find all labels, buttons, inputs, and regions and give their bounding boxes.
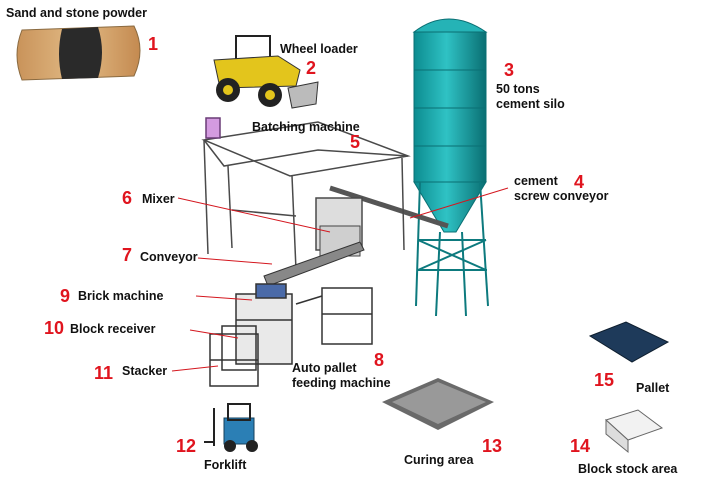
sand-stone-powder-icon	[16, 25, 141, 81]
cement-silo-icon	[412, 18, 489, 317]
number-7: 7	[122, 245, 133, 265]
number-14: 14	[570, 436, 591, 456]
label-10: Block receiver	[70, 322, 156, 336]
label-12: Forklift	[204, 458, 247, 472]
number-12: 12	[176, 436, 197, 456]
wheel-loader-icon	[213, 35, 319, 109]
brick-machine-icon	[235, 283, 293, 365]
leader-lines	[171, 187, 509, 372]
label-15: Pallet	[636, 381, 670, 395]
label-7: Conveyor	[140, 250, 198, 264]
number-15: 15	[594, 370, 615, 390]
screw-conveyor-icon	[329, 185, 449, 229]
pallet-feeder-icon	[295, 287, 373, 345]
block-stock-icon	[605, 409, 664, 454]
pallet-icon	[588, 321, 670, 363]
forklift-icon	[204, 403, 258, 452]
number-9: 9	[60, 286, 71, 306]
number-13: 13	[482, 436, 503, 456]
label-6: Mixer	[142, 192, 175, 206]
label-8: Auto pallet feeding machine	[292, 361, 391, 390]
number-4: 4	[574, 172, 585, 192]
block-receiver-icon	[221, 325, 257, 371]
number-3: 3	[504, 60, 515, 80]
label-5: Batching machine	[252, 120, 360, 134]
label-14: Block stock area	[578, 462, 678, 476]
number-1: 1	[148, 34, 159, 54]
curing-area-icon	[382, 378, 494, 430]
label-1: Sand and stone powder	[6, 6, 147, 20]
number-6: 6	[122, 188, 133, 208]
number-10: 10	[44, 318, 65, 338]
label-2: Wheel loader	[280, 42, 358, 56]
batching-machine-icon	[201, 117, 411, 271]
stacker-icon	[209, 333, 259, 387]
label-13: Curing area	[404, 453, 474, 467]
conveyor-icon	[263, 241, 365, 287]
label-11: Stacker	[122, 364, 168, 378]
label-3: 50 tons cement silo	[496, 82, 565, 111]
number-5: 5	[350, 132, 361, 152]
number-8: 8	[374, 350, 385, 370]
label-4: cement screw conveyor	[514, 174, 609, 203]
number-2: 2	[306, 58, 317, 78]
label-9: Brick machine	[78, 289, 164, 303]
number-11: 11	[94, 363, 114, 383]
